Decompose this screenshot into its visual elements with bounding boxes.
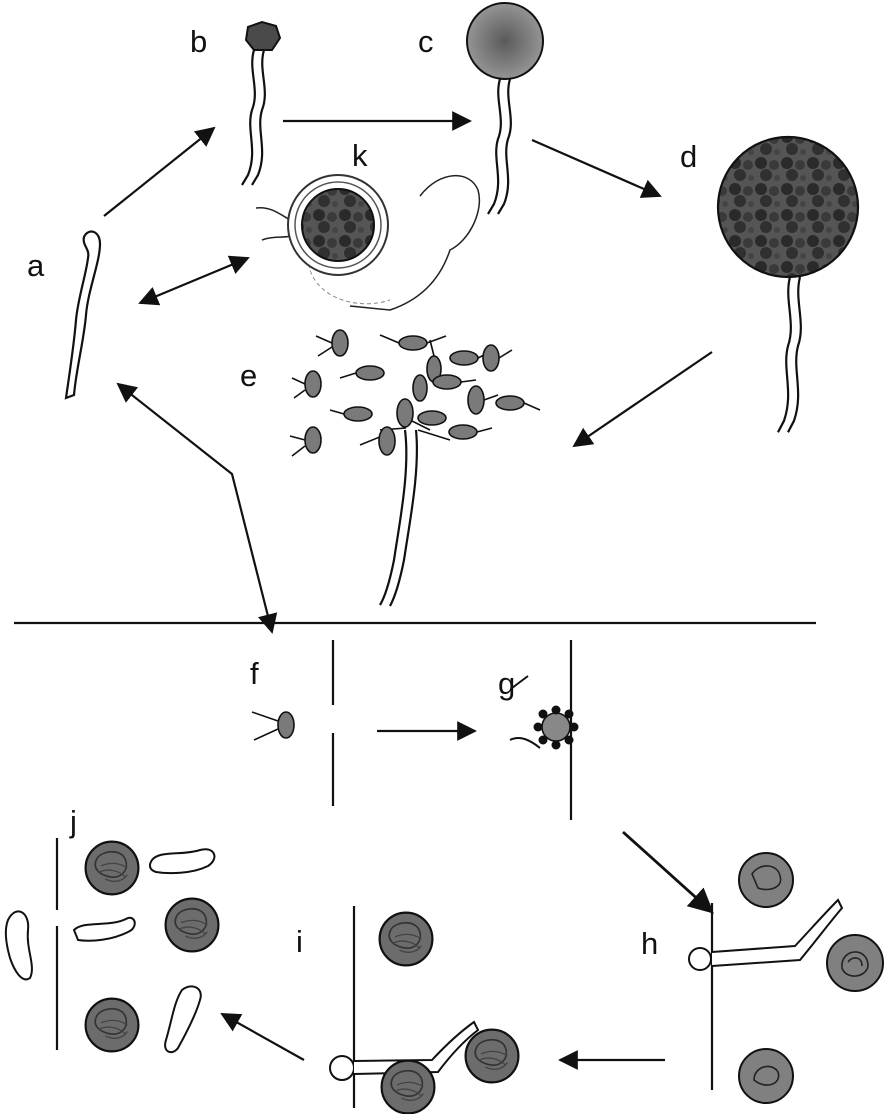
label-f: f — [250, 658, 259, 689]
stage-j-release — [6, 838, 219, 1052]
label-c: c — [418, 26, 434, 57]
stage-i-sporangiospore-release — [330, 906, 518, 1113]
stage-c-developing-sporangium — [467, 3, 543, 214]
label-g: g — [498, 668, 515, 699]
stage-h-trophont — [689, 853, 883, 1103]
label-e: e — [240, 360, 257, 391]
stage-a-amoeba — [66, 232, 100, 398]
label-a: a — [27, 250, 44, 281]
label-h: h — [641, 928, 658, 959]
stage-e-aggregation — [290, 330, 540, 606]
label-d: d — [680, 141, 697, 172]
label-b: b — [190, 26, 207, 57]
stage-b-young-fruiting-body — [242, 22, 280, 185]
label-k: k — [352, 140, 368, 171]
stage-g-entry — [510, 640, 579, 820]
stage-k-microcyst — [256, 175, 479, 310]
stage-d-mature-sporangium — [718, 137, 858, 432]
arrows-top — [104, 121, 712, 632]
label-i: i — [296, 926, 303, 957]
stage-f-spore-at-surface — [252, 640, 333, 806]
label-j: j — [70, 806, 77, 837]
